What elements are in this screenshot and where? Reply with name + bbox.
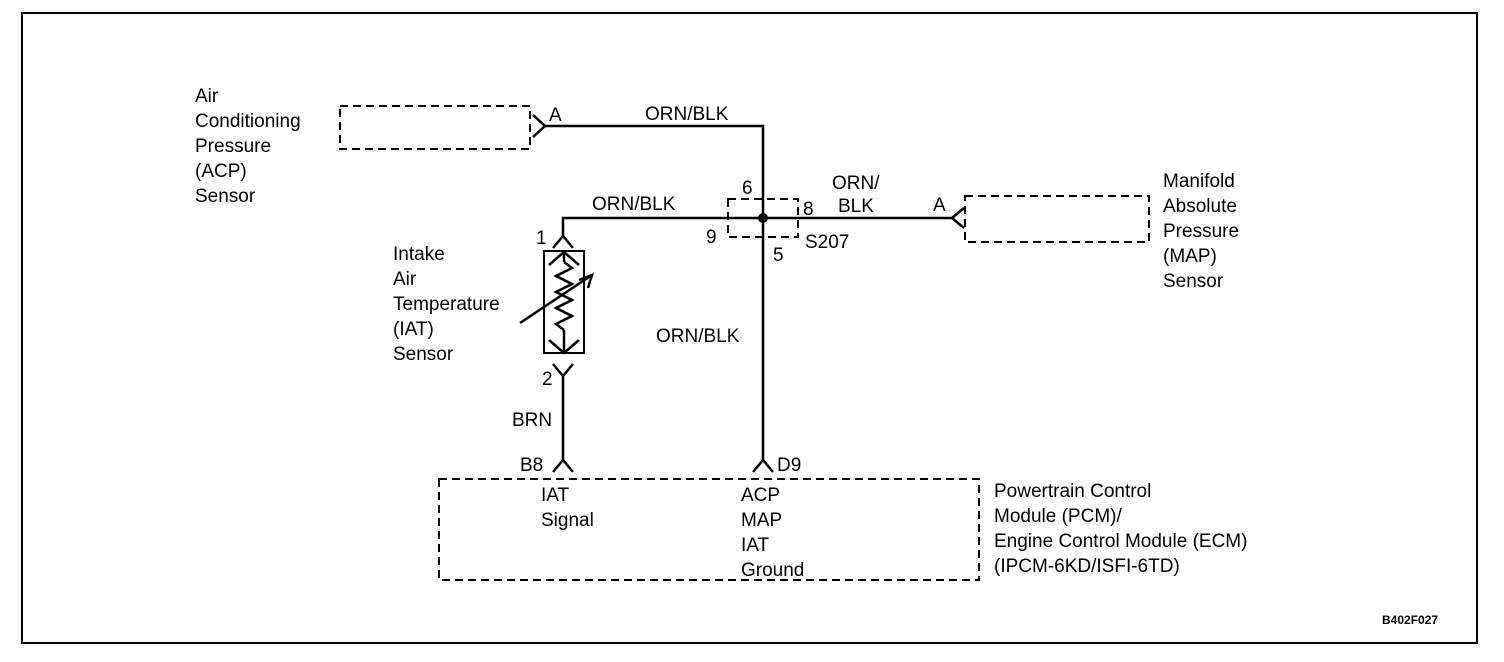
pcm-d9-line: IAT <box>741 535 770 556</box>
map-sensor-box <box>964 195 1150 243</box>
diagram-frame <box>21 12 1478 644</box>
iat-label-line: Temperature <box>393 294 500 315</box>
iat-connector-1 <box>552 234 574 249</box>
pcm-terminal-b8-label: IAT Signal <box>541 485 594 531</box>
acp-label-line: Sensor <box>195 186 256 207</box>
acp-label-line: Pressure <box>195 136 271 157</box>
map-label-line: Absolute <box>1163 196 1237 217</box>
brn-wire-label: BRN <box>512 410 552 431</box>
map-wire-label-line1: ORN/ <box>832 173 880 194</box>
pcm-d9-line: ACP <box>741 485 780 506</box>
map-pin-a: A <box>933 195 946 216</box>
map-sensor-label: Manifold Absolute Pressure (MAP) Sensor <box>1163 171 1239 292</box>
pcm-label-line: (IPCM-6KD/ISFI-6TD) <box>994 556 1180 577</box>
acp-sensor-box <box>339 105 531 150</box>
iat-connector-2 <box>552 363 574 378</box>
iat-wire-label: ORN/BLK <box>592 194 676 215</box>
pcm-b8-line: Signal <box>541 510 594 531</box>
iat-pin-1: 1 <box>536 228 547 249</box>
iat-label-line: Air <box>393 269 417 290</box>
pcm-connector-d9 <box>752 458 774 473</box>
iat-sensor-label: Intake Air Temperature (IAT) Sensor <box>393 244 500 365</box>
acp-label-line: (ACP) <box>195 161 247 182</box>
acp-label-line: Conditioning <box>195 111 301 132</box>
splice-pin-8: 8 <box>803 199 814 220</box>
iat-label-line: (IAT) <box>393 319 434 340</box>
acp-wire-label: ORN/BLK <box>645 104 729 125</box>
pcm-b8-line: IAT <box>541 485 570 506</box>
pcm-pin-d9: D9 <box>777 455 801 476</box>
pcm-label: Powertrain Control Module (PCM)/ Engine … <box>994 481 1247 577</box>
pcm-pin-b8: B8 <box>520 455 543 476</box>
ground-wire-label: ORN/BLK <box>656 326 740 347</box>
map-wire-label-line2: BLK <box>838 196 874 217</box>
pcm-d9-line: Ground <box>741 560 804 581</box>
pcm-label-line: Module (PCM)/ <box>994 506 1122 527</box>
splice-label: S207 <box>805 232 849 253</box>
splice-pin-9: 9 <box>706 227 717 248</box>
pcm-label-line: Engine Control Module (ECM) <box>994 531 1247 552</box>
acp-connector-a <box>532 114 547 138</box>
map-label-line: Sensor <box>1163 271 1224 292</box>
pcm-terminal-d9-label: ACP MAP IAT Ground <box>741 485 804 581</box>
iat-label-line: Intake <box>393 244 445 265</box>
iat-pin-2: 2 <box>542 369 553 390</box>
pcm-box <box>438 478 980 581</box>
splice-pin-6: 6 <box>742 178 753 199</box>
map-label-line: Manifold <box>1163 171 1235 192</box>
iat-label-line: Sensor <box>393 344 454 365</box>
acp-wire <box>545 124 765 218</box>
acp-pin-a: A <box>549 105 562 126</box>
map-label-line: (MAP) <box>1163 246 1217 267</box>
map-label-line: Pressure <box>1163 221 1239 242</box>
map-connector-a <box>950 207 965 229</box>
pcm-label-line: Powertrain Control <box>994 481 1151 502</box>
pcm-d9-line: MAP <box>741 510 782 531</box>
acp-label-line: Air <box>195 86 219 107</box>
pcm-connector-b8 <box>552 458 574 473</box>
thermistor-symbol <box>519 250 594 355</box>
figure-code: B402F027 <box>1382 613 1438 627</box>
splice-pin-5: 5 <box>773 245 784 266</box>
acp-sensor-label: Air Conditioning Pressure (ACP) Sensor <box>195 86 301 207</box>
iat-wire <box>561 216 763 238</box>
